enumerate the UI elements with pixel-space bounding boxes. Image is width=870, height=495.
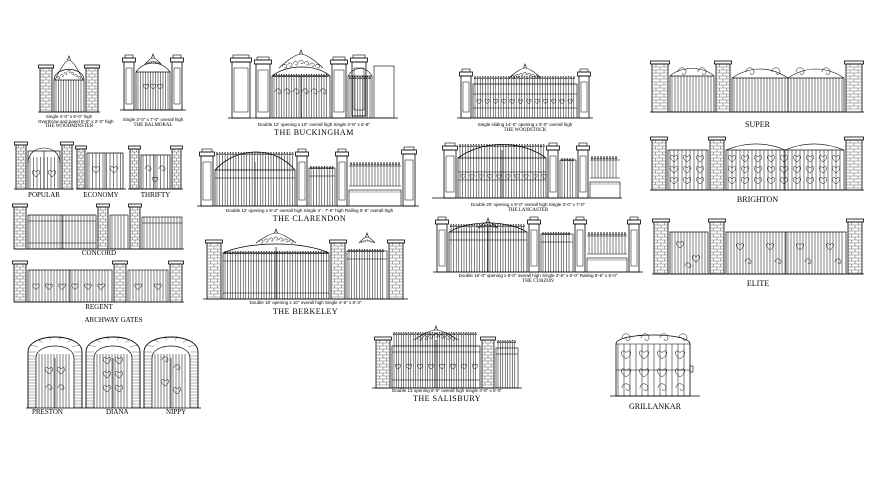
berkeley-spec: Double 18' opening x 10" overall high Si… [249, 300, 362, 305]
clarendon-spec: Double 12' opening x 8'-3" overall high … [225, 208, 394, 213]
brighton-title: BRIGHTON [736, 195, 779, 204]
regent-title: REGENT [85, 303, 113, 311]
gate-lancaster: Double 20' opening x 9'-0" overall high … [432, 138, 624, 218]
clarendon-title: THE CLARENDON [272, 214, 347, 223]
economy-drawing [75, 145, 126, 190]
economy-title: ECONOMY [83, 191, 119, 199]
gate-elite: ELITE [652, 218, 864, 292]
buckingham-drawing [228, 49, 398, 119]
woodminster-spec: Single 4'-0" x 9'-0" high [45, 114, 93, 119]
gate-salisbury: Double 13 opening 8'-6" overall high Sin… [372, 325, 522, 408]
lancaster-spec: Double 20' opening x 9'-0" overall high … [470, 202, 586, 207]
gate-concord: CONCORD [12, 203, 184, 259]
woodminster-spec2: Overthrow and panel 8'-0" x 2'-0" high [38, 119, 114, 124]
woodstock-title: THE WOODSTOCK [503, 128, 547, 133]
lancaster-title: THE LANCASTER [507, 208, 549, 213]
woodstock-drawing [457, 63, 593, 119]
salisbury-spec: Double 13 opening 8'-6" overall high Sin… [392, 388, 502, 393]
gate-grillankar: GRILLANKAR [610, 326, 700, 416]
buckingham-title: THE BUCKINGHAM [274, 128, 354, 137]
super-title: SUPER [745, 120, 770, 129]
balmoral-title: THE BALMORAL [133, 123, 173, 128]
woodminster-drawing [38, 55, 100, 113]
archway-left-label: PRESTON [32, 408, 63, 416]
berkeley-drawing [203, 228, 408, 300]
elite-drawing [652, 218, 864, 275]
gate-thrifty: THRIFTY [128, 139, 183, 201]
woodstock-spec: Single sliding 14'-0" opening x 6'-0" ov… [477, 122, 573, 127]
gate-woodstock: Single sliding 14'-0" opening x 6'-0" ov… [455, 56, 595, 136]
archway-heading: ARCHWAY GATES [84, 316, 143, 324]
thrifty-drawing [128, 145, 183, 190]
gate-economy: ECONOMY [75, 139, 126, 201]
brighton-drawing [650, 136, 864, 191]
gate-woodminster: Single 4'-0" x 9'-0" high Overthrow and … [38, 52, 114, 132]
grillankar-drawing [610, 333, 700, 397]
curzon-spec: Double 16'-0" opening x 8'-0" overall hi… [458, 273, 618, 278]
curzon-title: THE CURZON [522, 279, 554, 284]
archway-drawing [26, 336, 201, 409]
popular-title: POPULAR [28, 191, 60, 199]
gate-brighton: BRIGHTON [650, 136, 865, 208]
archway-middle-label: DIANA [106, 408, 129, 416]
clarendon-drawing [197, 146, 419, 207]
berkeley-title: THE BERKELEY [272, 307, 339, 316]
concord-drawing [12, 203, 184, 250]
super-drawing [650, 60, 864, 113]
concord-title: CONCORD [81, 249, 117, 257]
salisbury-title: THE SALISBURY [412, 394, 482, 403]
lancaster-drawing [432, 142, 622, 199]
balmoral-drawing [120, 53, 186, 111]
regent-drawing [12, 260, 184, 303]
gate-clarendon: Double 12' opening x 8'-3" overall high … [197, 140, 422, 225]
balmoral-spec: Single 3'-0" x 7'-0" overall high [122, 117, 184, 122]
buckingham-spec: Double 12' opening x 10" overall high Si… [258, 122, 370, 127]
gate-curzon: Double 16'-0" opening x 8'-0" overall hi… [433, 214, 643, 290]
gate-buckingham: Double 12' opening x 10" overall high Si… [228, 49, 400, 142]
grillankar-title: GRILLANKAR [629, 402, 681, 411]
gate-regent: REGENT [12, 260, 184, 314]
thrifty-title: THRIFTY [140, 191, 171, 199]
gate-berkeley: Double 18' opening x 10" overall high Si… [203, 228, 408, 319]
gate-super: SUPER [650, 56, 865, 136]
woodminster-title: THE WOODMINSTER [44, 124, 94, 129]
popular-drawing [14, 141, 74, 190]
elite-title: ELITE [746, 279, 770, 288]
salisbury-drawing [372, 325, 522, 389]
archway-right-label: NIPPY [166, 408, 187, 416]
gate-balmoral: Single 3'-0" x 7'-0" overall high THE BA… [118, 52, 188, 132]
gate-popular: POPULAR [14, 139, 74, 201]
gate-archway: ARCHWAY GATES PRESTON DIANA NIPPY [26, 316, 201, 416]
curzon-drawing [433, 216, 643, 273]
